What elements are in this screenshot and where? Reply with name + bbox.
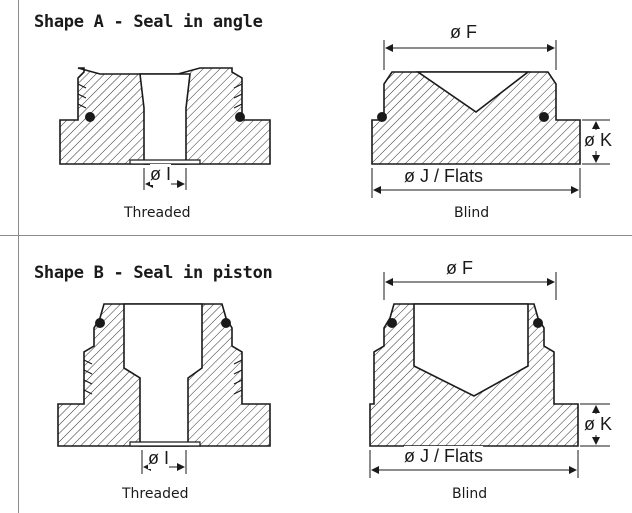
left-border-line bbox=[18, 0, 19, 513]
shape-b-threaded-part bbox=[57, 303, 271, 474]
shape-b-blind-caption: Blind bbox=[452, 486, 488, 502]
shape-a-blind-caption: Blind bbox=[454, 205, 490, 221]
o-ring-icon bbox=[377, 112, 387, 122]
shape-a-threaded-caption: Threaded bbox=[124, 205, 191, 221]
shape-b-dim-j-label: ø J / Flats bbox=[404, 446, 484, 467]
shape-a-dim-f-label: ø F bbox=[450, 22, 477, 43]
o-ring-icon bbox=[221, 318, 231, 328]
panel-divider bbox=[0, 235, 632, 236]
o-ring-icon bbox=[539, 112, 549, 122]
shape-a-dim-k-label: ø K bbox=[583, 130, 614, 151]
o-ring-icon bbox=[387, 318, 397, 328]
panel-a-title: Shape A - Seal in angle bbox=[34, 12, 263, 32]
shape-b-blind-part bbox=[369, 272, 610, 478]
shape-a-dim-i-label: ø I bbox=[150, 164, 171, 185]
panel-b-title: Shape B - Seal in piston bbox=[34, 263, 273, 283]
shape-a-drawing bbox=[59, 40, 610, 198]
shape-a-threaded-part bbox=[59, 67, 271, 190]
o-ring-icon bbox=[235, 112, 245, 122]
shape-a-dim-j-label: ø J / Flats bbox=[404, 166, 484, 187]
o-ring-icon bbox=[95, 318, 105, 328]
shape-b-dim-f-label: ø F bbox=[446, 258, 473, 279]
shape-b-dim-k-label: ø K bbox=[583, 414, 614, 435]
shape-b-threaded-caption: Threaded bbox=[122, 486, 189, 502]
shape-b-dim-i-label: ø I bbox=[148, 448, 169, 469]
shape-a-blind-part bbox=[371, 40, 610, 198]
o-ring-icon bbox=[533, 318, 543, 328]
o-ring-icon bbox=[85, 112, 95, 122]
